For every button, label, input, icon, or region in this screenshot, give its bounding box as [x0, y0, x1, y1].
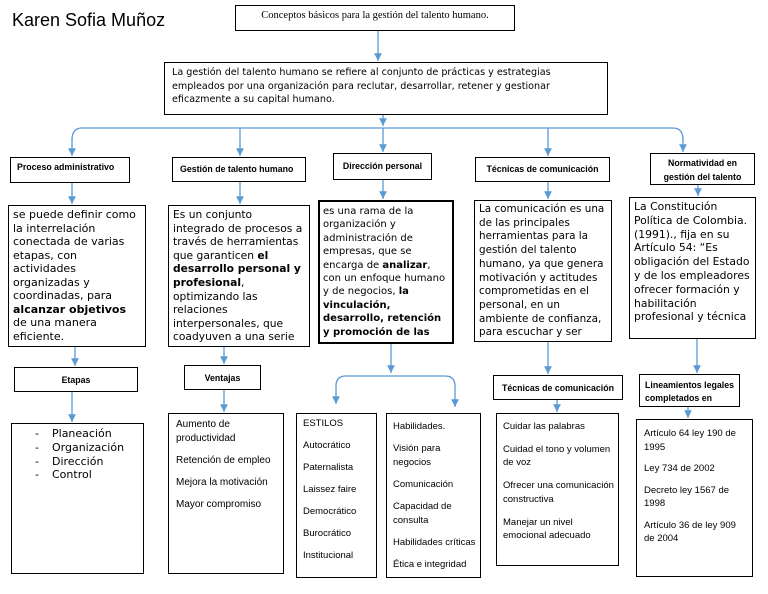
list-item: Cuidad el tono y volumen de voz [503, 443, 611, 469]
description-bold-text: alcanzar objetivos [13, 302, 127, 316]
description-proceso-administrativo: se puede definir como la interrelación c… [8, 205, 146, 347]
subheader-label: Ventajas [204, 373, 241, 383]
connector-to-habilidades [391, 375, 459, 407]
subheader-ventajas: Ventajas [184, 365, 261, 390]
subheader-label: Lineamientos legales completados en [645, 380, 734, 403]
description-text: se puede definir como la interrelación c… [13, 208, 136, 302]
list-item: Manejar un nivel emocional adecuado [503, 516, 591, 542]
header-label: Normatividad en gestión del talento [663, 158, 742, 182]
connector-to-estilos [332, 375, 391, 404]
description-text: de una manera eficiente. [13, 316, 97, 343]
list-item: Artículo 64 ley 190 de 1995 [644, 428, 736, 453]
list-item: Aumento de productividad [176, 419, 236, 444]
etapas-list: Planeación Organización Dirección Contro… [11, 423, 144, 574]
lineamientos-list: Artículo 64 ley 190 de 1995 Ley 734 de 2… [636, 419, 753, 577]
tecnicas-list: Cuidar las palabras Cuidad el tono y vol… [496, 413, 619, 566]
header-proceso-administrativo: Proceso administrativo [10, 157, 130, 183]
list-item: Laissez faire [303, 484, 357, 495]
list-item: Paternalista [303, 462, 354, 473]
list-item: Capacidad de consulta [393, 501, 452, 526]
subheader-tecnicas-comunicacion: Técnicas de comunicación [493, 375, 623, 400]
description-normatividad: La Constitución Política de Colombia. (1… [629, 197, 756, 339]
description-text: , con un enfoque humano y de negocios, [323, 259, 446, 298]
list-item: Ética e integridad [393, 559, 467, 570]
description-text: es una rama de la organización y adminis… [323, 206, 414, 271]
list-item: Mejora la motivación [176, 477, 268, 488]
list-item: Dirección [35, 455, 143, 469]
diagram-title: Conceptos básicos para la gestión del ta… [261, 10, 489, 21]
diagram-title-box: Conceptos básicos para la gestión del ta… [235, 5, 515, 31]
list-item: Ofrecer una comunicación constructiva [503, 480, 614, 505]
list-item: Autocrático [303, 440, 351, 451]
list-item: Visión para negocios [393, 443, 441, 468]
definition-box: La gestión del talento humano se refiere… [164, 62, 608, 115]
description-tecnicas-comunicacion: La comunicación es una de las principale… [474, 200, 612, 342]
list-item: Burocrático [303, 528, 352, 539]
subheader-label: Etapas [61, 375, 91, 385]
description-text: La Constitución Política de Colombia. (1… [634, 200, 750, 324]
subheader-label: Técnicas de comunicación [502, 383, 614, 393]
list-item: Artículo 36 de ley 909 de 2004 [644, 519, 736, 545]
header-gestion-talento: Gestión de talento humano [172, 157, 306, 182]
list-item: Control [35, 468, 143, 482]
header-label: Técnicas de comunicación [486, 164, 599, 174]
header-label: Gestión de talento humano [180, 164, 294, 174]
header-label: Proceso administrativo [17, 162, 115, 172]
list-heading: ESTILOS [303, 418, 344, 429]
list-item: Cuidar las palabras [503, 421, 585, 432]
connector-branch-line [71, 127, 684, 141]
author-name: Karen Sofia Muñoz [12, 10, 166, 30]
description-bold-text: analizar [382, 259, 428, 271]
header-normatividad: Normatividad en gestión del talento [650, 153, 755, 185]
description-bold-text: el desarrollo personal y profesional [173, 248, 301, 289]
description-text: La comunicación es una de las principale… [479, 203, 605, 341]
subheader-etapas: Etapas [14, 367, 138, 392]
estilos-list: ESTILOS Autocrático Paternalista Laissez… [296, 413, 377, 578]
description-bold-text: la vinculación, desarrollo, retención y … [323, 286, 442, 338]
subheader-lineamientos-legales: Lineamientos legales completados en [639, 374, 740, 407]
list-item: Comunicación [393, 479, 454, 490]
description-text: , optimizando las relaciones interperson… [173, 275, 295, 346]
list-item: Decreto ley 1567 de 1998 [644, 484, 730, 510]
header-label: Dirección personal [342, 161, 423, 171]
list-item: Planeación [35, 427, 143, 441]
list-item: Ley 734 de 2002 [644, 463, 715, 474]
list-item: Democrático [303, 506, 357, 517]
list-item: Mayor compromiso [176, 499, 262, 510]
description-text: Es un conjunto integrado de procesos a t… [173, 208, 303, 262]
list-item: Institucional [303, 550, 354, 561]
header-tecnicas-comunicacion: Técnicas de comunicación [475, 157, 610, 182]
habilidades-list: Habilidades. Visión para negocios Comuni… [386, 413, 481, 578]
description-direccion-personal: es una rama de la organización y adminis… [318, 200, 454, 344]
ventajas-list: Aumento de productividad Retención de em… [168, 413, 284, 574]
list-heading: Habilidades. [393, 421, 446, 432]
description-gestion-talento: Es un conjunto integrado de procesos a t… [168, 205, 310, 347]
list-item: Habilidades críticas [393, 537, 476, 548]
header-direccion-personal: Dirección personal [333, 153, 432, 180]
list-item: Retención de empleo [176, 455, 271, 466]
list-item: Organización [35, 441, 143, 455]
definition-text: La gestión del talento humano se refiere… [172, 67, 551, 105]
